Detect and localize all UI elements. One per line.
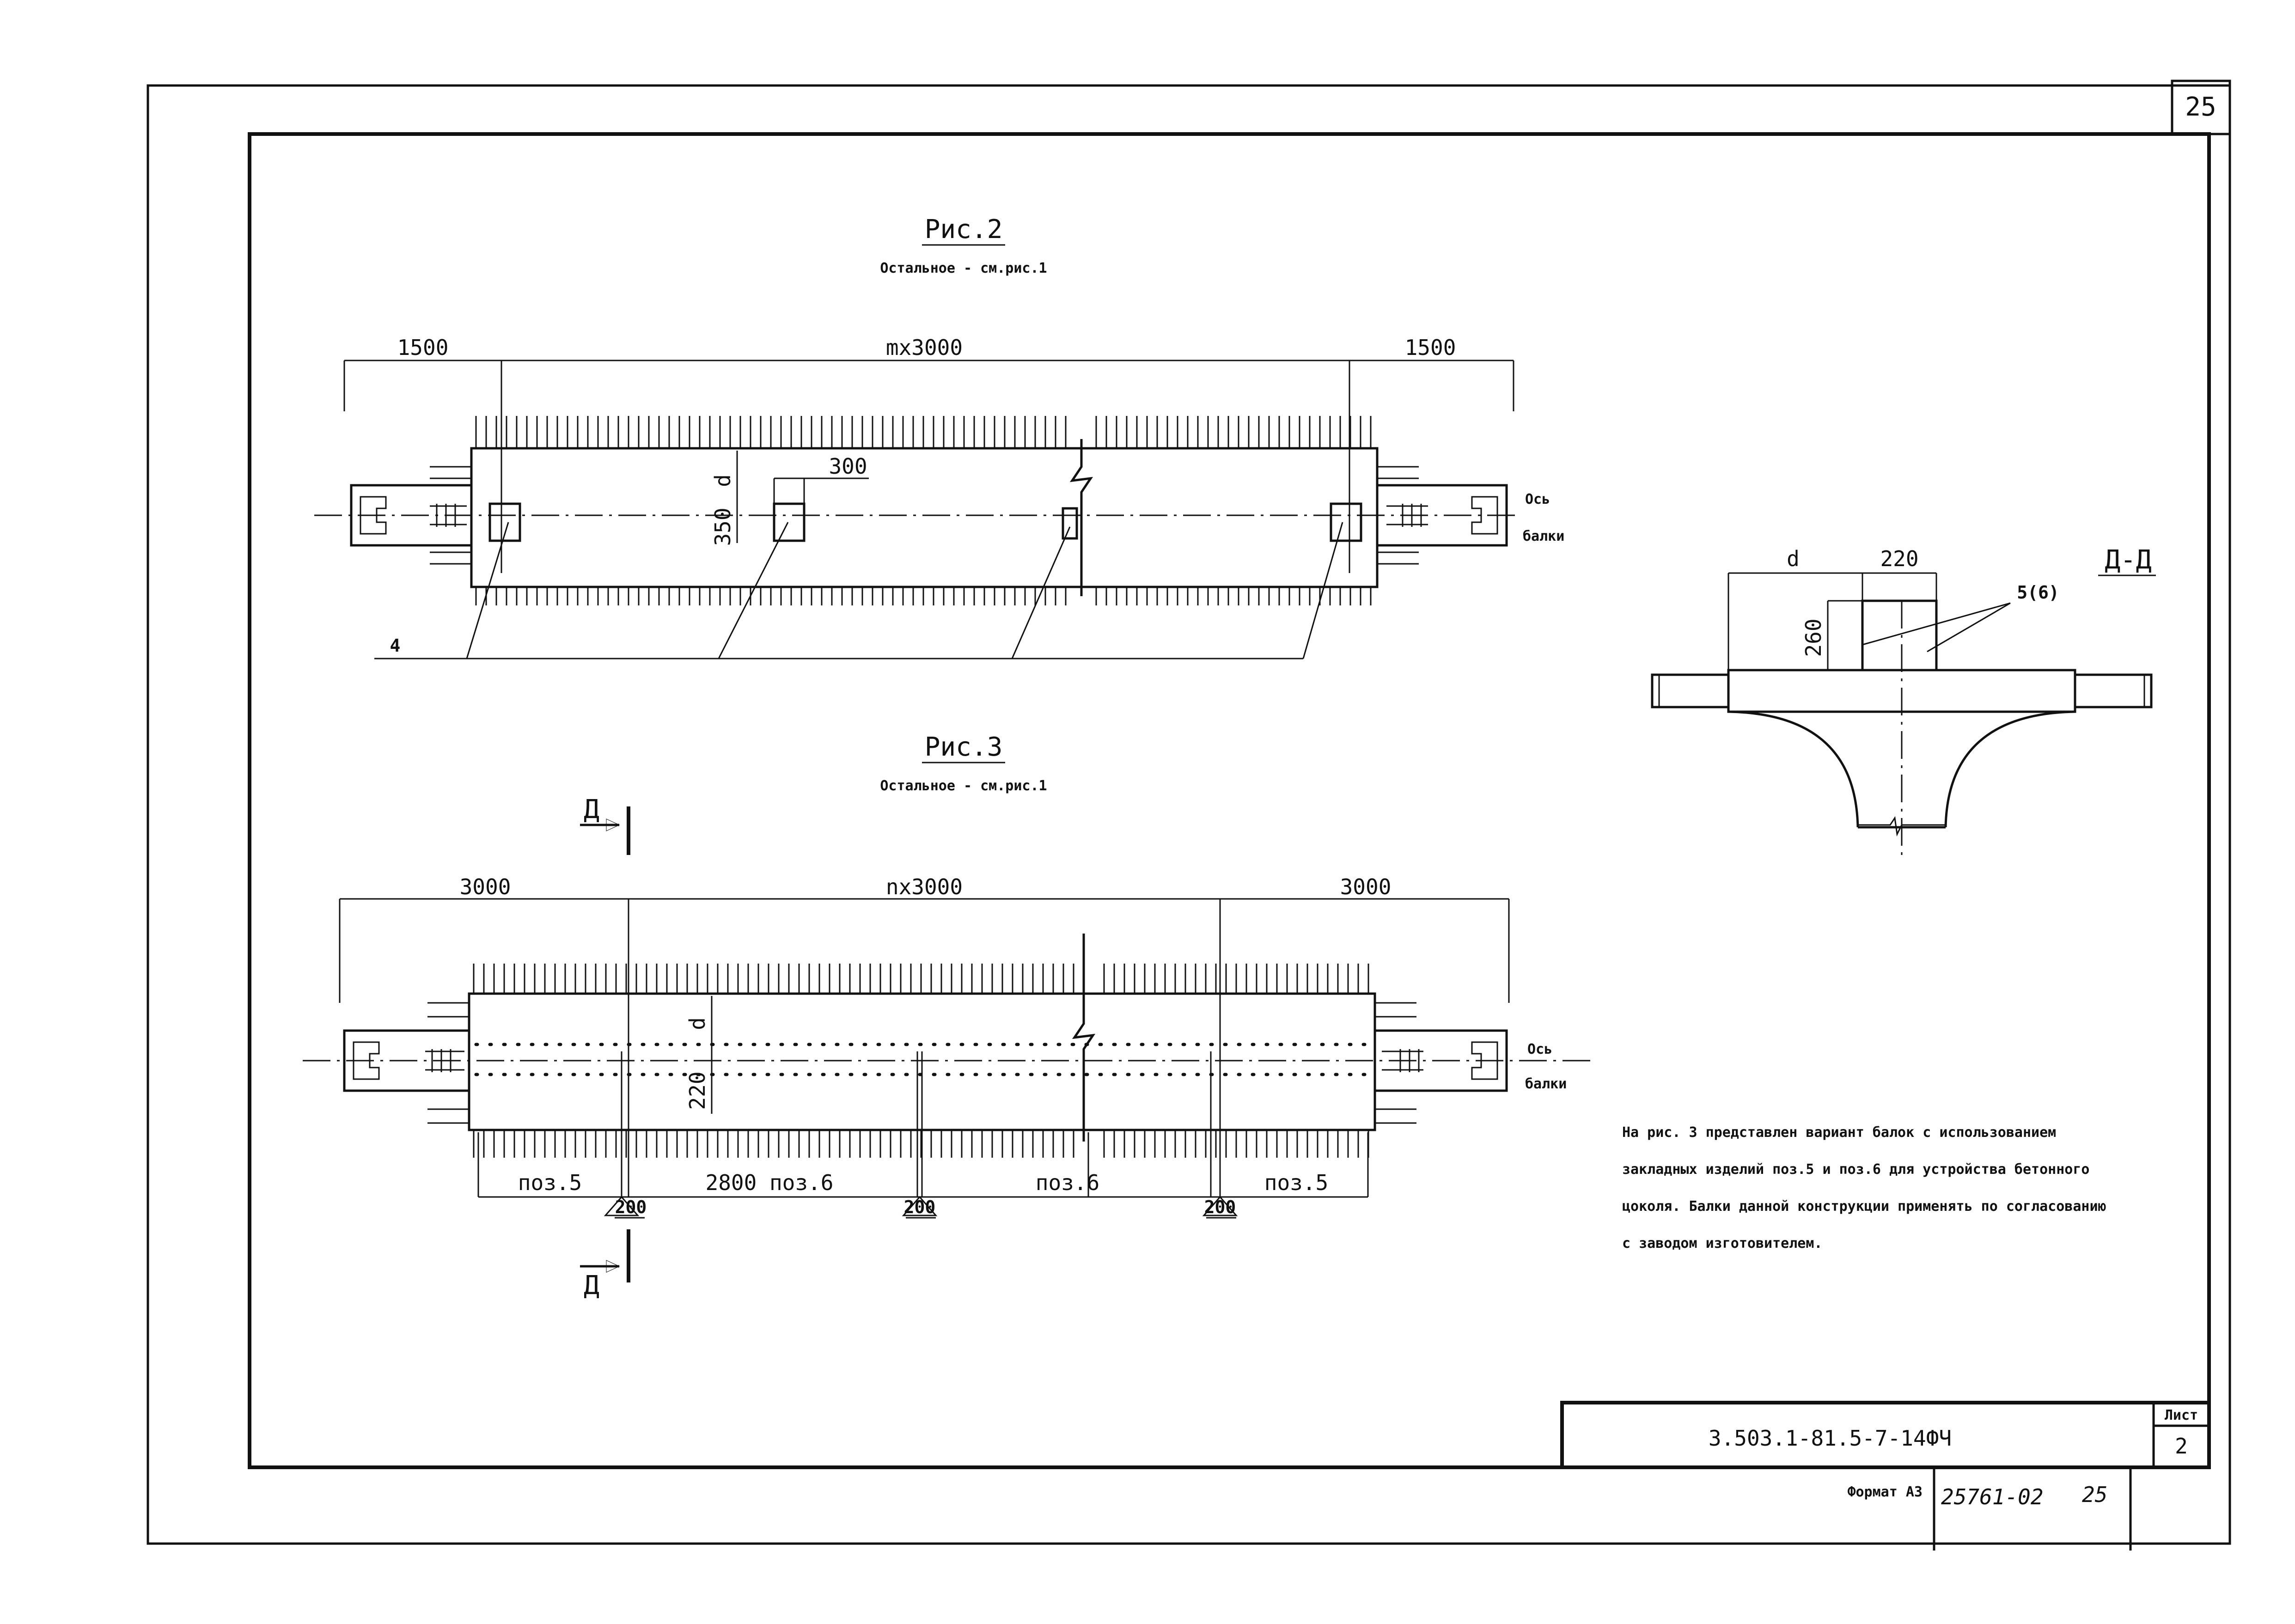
fig3-section-mark-bottom: Д — [584, 1270, 599, 1300]
fig2-beam — [470, 447, 1379, 588]
fig2-stirrups — [475, 416, 1372, 605]
fig3-section-mark-top: Д — [584, 794, 599, 824]
inner-frame — [248, 132, 2211, 1469]
section-dim-220: 220 — [1880, 546, 1918, 571]
title-block-code: 3.503.1-81.5-7-14ФЧ — [1709, 1426, 1952, 1451]
fig2-dim-300: 300 — [829, 454, 867, 479]
page-number-box — [2171, 79, 2231, 135]
figure-3: Рис.3 Остальное - см.рис.1 Д Д 3000 nx30… — [303, 732, 1594, 1300]
fig3-axis-label: балки — [1525, 1076, 1567, 1092]
fig2-embed-plate — [1062, 507, 1078, 540]
note-line: цоколя. Балки данной конструкции применя… — [1622, 1198, 2106, 1215]
fig2-break-line — [1069, 439, 1093, 596]
page-number: 25 — [2185, 92, 2216, 122]
fig3-break-line — [1072, 934, 1096, 1142]
section-leader-label: 5(6) — [2017, 582, 2059, 603]
fig3-dim-left: 3000 — [460, 874, 511, 899]
fig2-dim-350: 350 — [710, 507, 735, 546]
section-title: Д-Д — [2105, 545, 2151, 575]
note-line: с заводом изготовителем. — [1622, 1235, 1822, 1252]
fig3-dim-220: 220 — [685, 1071, 710, 1110]
fig3-axis-label: Ось — [1527, 1041, 1552, 1057]
fig3-seg-1: поз.5 — [518, 1170, 582, 1195]
fig2-dim-left: 1500 — [397, 335, 449, 360]
fig2-axis-label: балки — [1523, 528, 1564, 544]
section-dim-260: 260 — [1801, 618, 1826, 657]
fig2-note: Остальное - см.рис.1 — [880, 260, 1047, 276]
title-block-sheet-label: Лист — [2165, 1407, 2198, 1423]
fig2-end-left — [350, 466, 471, 565]
fig2-embed-plate — [488, 502, 521, 542]
note-line: На рис. 3 представлен вариант балок с ис… — [1622, 1124, 2056, 1141]
fig3-dim-right: 3000 — [1340, 874, 1392, 899]
title-block-sheet-number: 2 — [2175, 1434, 2188, 1459]
format-label: Формат А3 — [1847, 1484, 1923, 1500]
note: На рис. 3 представлен вариант балок с ис… — [1622, 1124, 2106, 1252]
svg-text:200: 200 — [904, 1197, 936, 1217]
section-dd: Д-Д d 220 260 5(6) — [1651, 545, 2156, 855]
fig2-embed-plate — [1330, 502, 1362, 542]
outer-frame — [146, 84, 2231, 1545]
fig2-dim-right: 1500 — [1405, 335, 1456, 360]
fig2-dim-mid: mx3000 — [886, 335, 963, 360]
fig3-seg-3: поз.6 — [1036, 1170, 1099, 1195]
archive-page: 25 — [2082, 1482, 2107, 1507]
fig3-support: 200 — [604, 1196, 647, 1219]
svg-text:200: 200 — [615, 1197, 647, 1217]
archive-number: 25761-02 — [1941, 1484, 2044, 1509]
title-block — [1560, 1401, 2211, 1469]
svg-text:200: 200 — [1204, 1197, 1236, 1217]
fig3-support: 200 — [1202, 1196, 1238, 1219]
fig3-seg-4: поз.5 — [1264, 1170, 1328, 1195]
fig3-end-right — [1375, 1002, 1508, 1124]
fig3-support: 200 — [902, 1196, 938, 1219]
fig2-axis-label: Ось — [1525, 491, 1550, 507]
figure-2: Рис.2 Остальное - см.рис.1 1500 mx3000 1… — [314, 214, 1564, 659]
fig3-note: Остальное - см.рис.1 — [880, 778, 1047, 794]
fig3-stirrups — [473, 964, 1369, 1158]
section-dim-d: d — [1787, 546, 1800, 571]
fig2-leader-label: 4 — [390, 635, 401, 656]
fig3-seg-2: 2800 поз.6 — [706, 1170, 834, 1195]
fig3-dim-mid: nx3000 — [886, 874, 963, 899]
note-line: закладных изделий поз.5 и поз.6 для устр… — [1622, 1161, 2089, 1178]
fig3-dim-d: d — [685, 1017, 710, 1030]
fig3-end-left — [343, 1002, 469, 1124]
fig2-title: Рис.2 — [925, 214, 1003, 244]
fig2-dim-d: d — [710, 474, 735, 487]
fig3-title: Рис.3 — [925, 732, 1003, 762]
fig2-embed-plate — [773, 502, 806, 542]
